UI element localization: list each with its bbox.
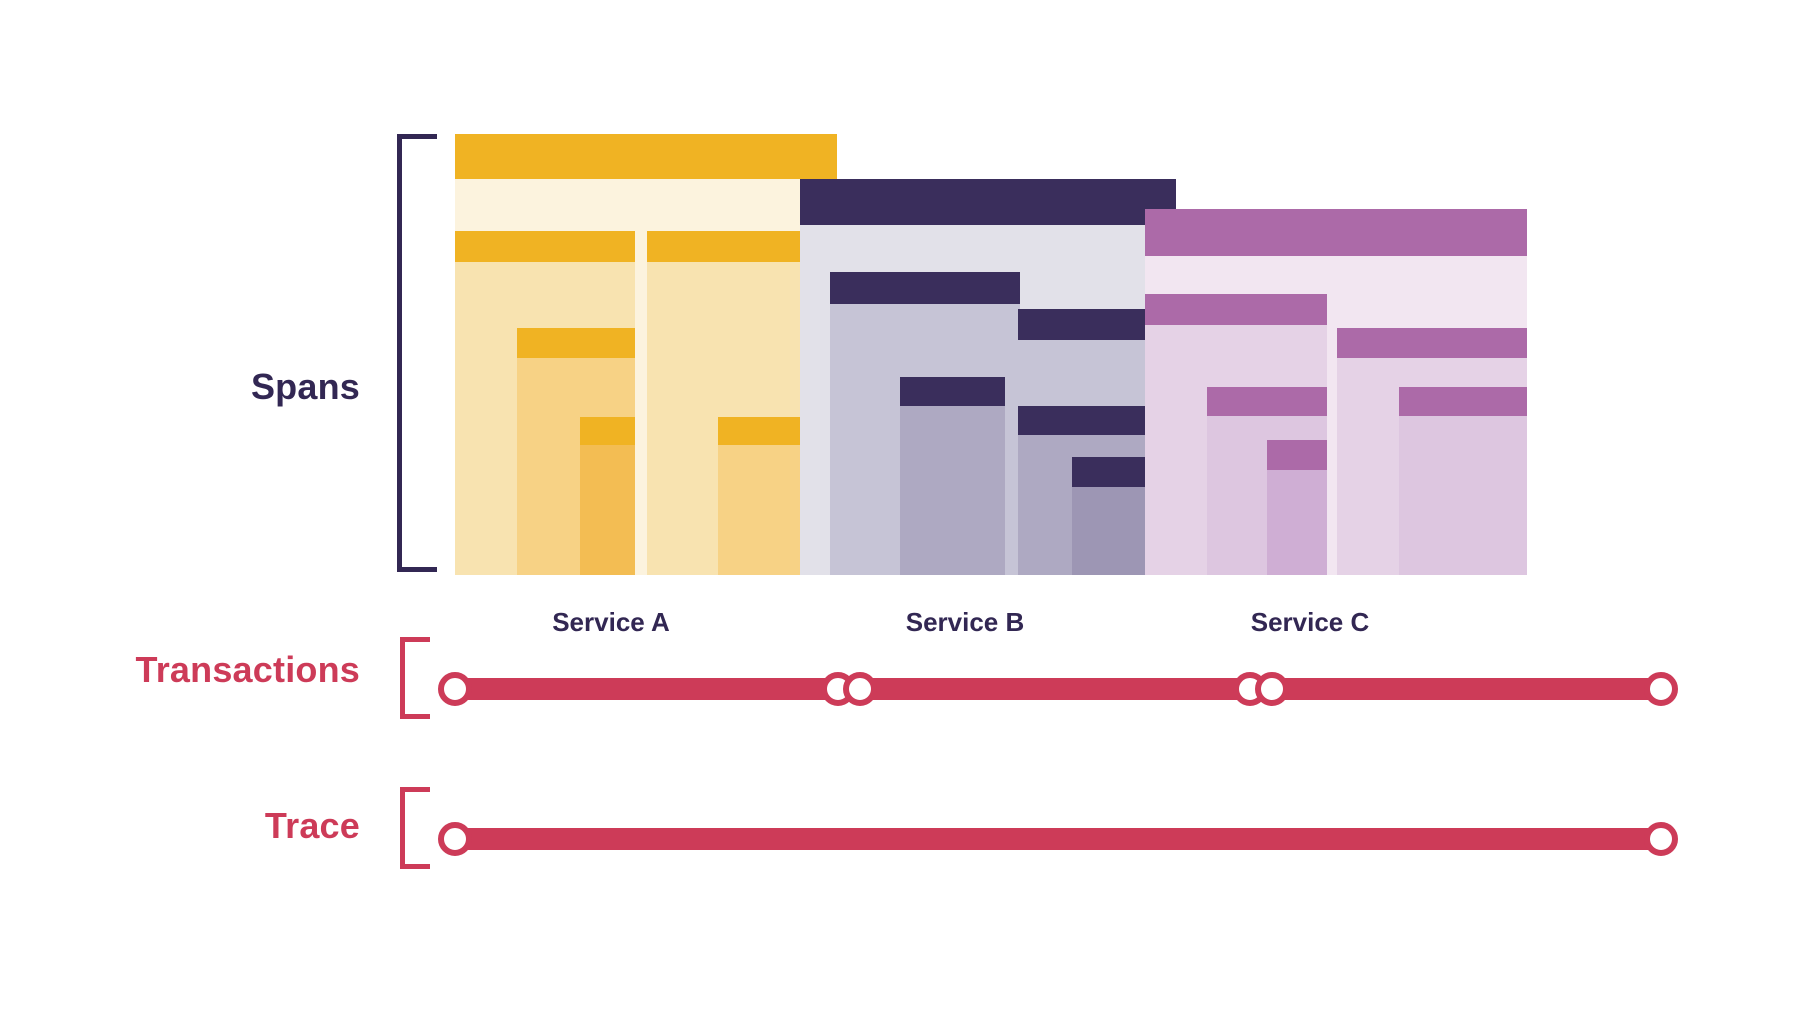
trace-row-label: Trace bbox=[264, 805, 360, 846]
span-c-2-header bbox=[1337, 328, 1527, 358]
span-c-1-1-1[interactable] bbox=[1267, 440, 1327, 575]
service-group-c bbox=[1145, 134, 1545, 575]
span-c-1-1-header bbox=[1207, 387, 1327, 416]
span-a-1-1-1[interactable] bbox=[580, 417, 635, 575]
span-b-2-header bbox=[1018, 309, 1168, 340]
span-a-root-header bbox=[455, 134, 837, 179]
span-c-1-1-1-header bbox=[1267, 440, 1327, 470]
trace-bracket bbox=[400, 787, 430, 869]
span-b-1-1[interactable] bbox=[900, 377, 1005, 575]
span-c-2-1[interactable] bbox=[1399, 387, 1527, 575]
transaction-node-b-start[interactable] bbox=[843, 672, 877, 706]
transaction-segment-b[interactable] bbox=[860, 678, 1250, 700]
service-label-b: Service B bbox=[905, 607, 1025, 637]
span-b-2-1-header bbox=[1018, 406, 1168, 435]
spans-row-label: Spans bbox=[250, 366, 360, 407]
trace-node-end[interactable] bbox=[1644, 822, 1678, 856]
transaction-node-c-start[interactable] bbox=[1255, 672, 1289, 706]
span-b-1-1-header bbox=[900, 377, 1005, 406]
service-group-b bbox=[800, 134, 1200, 575]
spans-flamegraph bbox=[455, 134, 1660, 575]
transactions-bracket bbox=[400, 637, 430, 719]
span-c-root-header bbox=[1145, 209, 1527, 256]
transaction-node-a-start[interactable] bbox=[438, 672, 472, 706]
transaction-segment-a[interactable] bbox=[455, 678, 838, 700]
span-a-1-1-1-header bbox=[580, 417, 635, 445]
trace-node-start[interactable] bbox=[438, 822, 472, 856]
transaction-segment-c[interactable] bbox=[1272, 678, 1661, 700]
transaction-node-c-end[interactable] bbox=[1644, 672, 1678, 706]
span-c-1-header bbox=[1145, 294, 1327, 325]
trace-segment[interactable] bbox=[455, 828, 1661, 850]
span-b-1-header bbox=[830, 272, 1020, 304]
transactions-row-label: Transactions bbox=[135, 649, 360, 690]
span-a-1-1-header bbox=[517, 328, 635, 358]
span-b-root-header bbox=[800, 179, 1176, 225]
service-label-c: Service C bbox=[1250, 607, 1370, 637]
service-label-a: Service A bbox=[552, 607, 670, 637]
span-a-1-header bbox=[455, 231, 635, 262]
spans-bracket bbox=[397, 134, 437, 572]
span-c-2-1-header bbox=[1399, 387, 1527, 416]
